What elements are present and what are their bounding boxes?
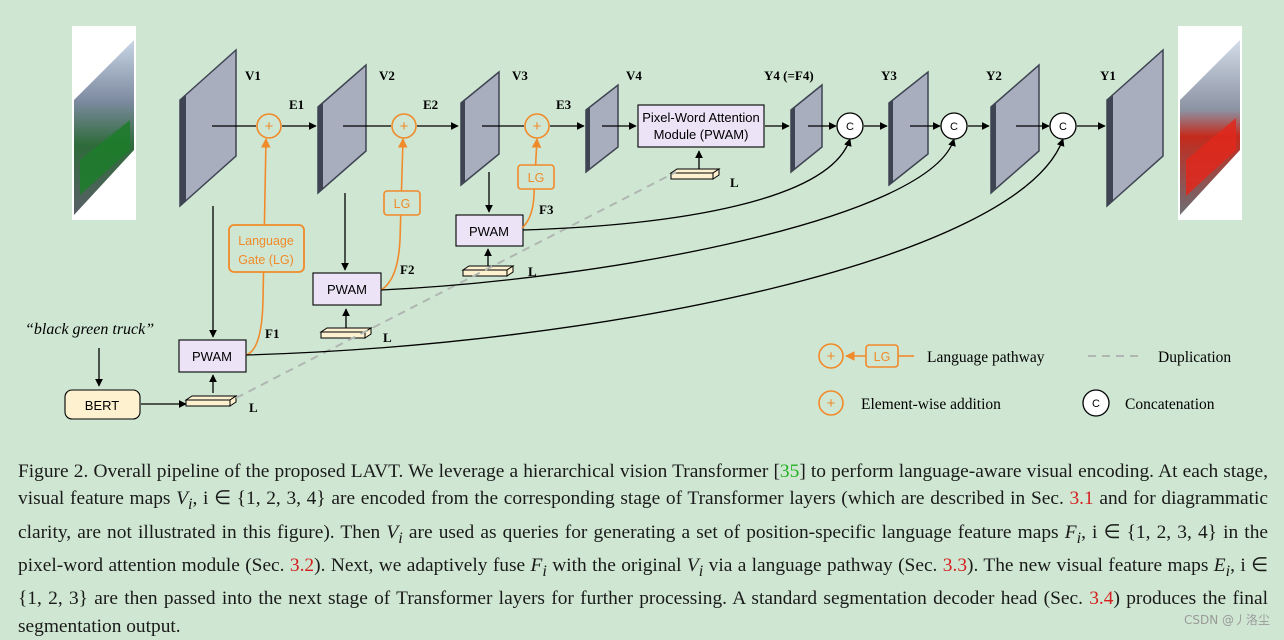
ref-3-2[interactable]: 3.2 <box>289 554 315 576</box>
svg-text:Module (PWAM): Module (PWAM) <box>654 127 749 142</box>
add-circle-3: + <box>524 113 550 139</box>
concat-circle-1: C <box>836 112 864 140</box>
svg-text:Gate (LG): Gate (LG) <box>238 253 294 267</box>
legend: + LG Language pathway Duplication + Elem… <box>818 343 1231 417</box>
label-l-2: L <box>383 330 392 345</box>
feature-map-v1 <box>179 48 237 208</box>
svg-text:+: + <box>827 348 836 365</box>
concat-circle-3: C <box>1049 112 1077 140</box>
input-image <box>72 26 136 220</box>
svg-text:+: + <box>533 118 542 135</box>
svg-text:LG: LG <box>528 171 545 185</box>
pwam-module-box: Pixel-Word Attention Module (PWAM) <box>637 104 765 148</box>
svg-text:C: C <box>846 121 854 133</box>
svg-text:PWAM: PWAM <box>469 224 509 239</box>
output-image <box>1178 26 1242 220</box>
skip-connections <box>245 138 1065 356</box>
label-v3: V3 <box>512 68 528 83</box>
feature-map-y3 <box>888 70 929 187</box>
feature-map-y2 <box>990 63 1040 195</box>
label-y4: Y4 (=F4) <box>764 68 814 83</box>
feature-map-v4 <box>585 83 619 174</box>
svg-text:Element-wise addition: Element-wise addition <box>861 396 1001 413</box>
label-y2: Y2 <box>986 68 1002 83</box>
legend-duplication: Duplication <box>1088 349 1231 366</box>
label-v4: V4 <box>626 68 642 83</box>
figure-caption: Figure 2. Overall pipeline of the propos… <box>18 461 1269 637</box>
label-l-1: L <box>249 400 258 415</box>
svg-text:BERT: BERT <box>85 398 119 413</box>
svg-text:+: + <box>400 118 409 135</box>
feature-map-y1 <box>1106 48 1164 208</box>
svg-text:+: + <box>827 395 836 412</box>
label-e1: E1 <box>289 97 304 112</box>
ref-35[interactable]: 35 <box>779 461 800 482</box>
bert-box: BERT <box>64 389 141 420</box>
lg-box-3: LG <box>517 164 555 190</box>
legend-language-pathway: + LG Language pathway <box>818 343 1045 369</box>
add-circle-1: + <box>256 113 282 139</box>
lavt-pipeline-diagram: V1 V2 V3 V4 E1 E2 E3 Y4 (=F4) Y3 Y2 Y1 F… <box>25 26 1242 420</box>
label-l-3: L <box>528 264 537 279</box>
feature-map-v3 <box>460 70 500 187</box>
label-y1: Y1 <box>1100 68 1116 83</box>
svg-text:LG: LG <box>394 197 411 211</box>
label-e2: E2 <box>423 97 438 112</box>
svg-text:Pixel-Word Attention: Pixel-Word Attention <box>642 110 760 125</box>
svg-text:Duplication: Duplication <box>1158 349 1231 366</box>
watermark: CSDN @丿洛尘 <box>1183 613 1270 627</box>
pwam-box-2: PWAM <box>312 272 382 306</box>
feature-map-y4 <box>790 83 823 174</box>
language-pathways <box>245 138 542 356</box>
feature-map-v2 <box>317 63 367 195</box>
legend-concatenation: C Concatenation <box>1082 389 1215 417</box>
legend-element-wise: + Element-wise addition <box>818 390 1001 416</box>
pwam-box-3: PWAM <box>455 214 524 247</box>
label-f3: F3 <box>539 202 554 217</box>
ref-3-3[interactable]: 3.3 <box>942 554 968 576</box>
svg-text:C: C <box>950 121 958 133</box>
svg-text:C: C <box>1092 398 1100 410</box>
ref-3-1[interactable]: 3.1 <box>1069 488 1094 510</box>
svg-text:Language pathway: Language pathway <box>927 349 1045 366</box>
label-e3: E3 <box>556 97 572 112</box>
svg-text:C: C <box>1059 121 1067 133</box>
label-v2: V2 <box>379 68 395 83</box>
label-v1: V1 <box>245 68 261 83</box>
svg-text:+: + <box>265 118 274 135</box>
add-circle-2: + <box>391 113 417 139</box>
svg-text:PWAM: PWAM <box>192 349 232 364</box>
concat-circle-2: C <box>940 112 968 140</box>
svg-text:LG: LG <box>874 350 891 364</box>
lg-box-2: LG <box>383 190 421 216</box>
label-f1: F1 <box>265 326 279 341</box>
input-expression: “black green truck” <box>25 321 154 338</box>
label-f2: F2 <box>400 262 414 277</box>
svg-text:PWAM: PWAM <box>327 282 367 297</box>
label-l-4: L <box>730 175 739 190</box>
duplication-line <box>235 171 677 399</box>
down-arrows <box>95 150 703 408</box>
svg-text:Concatenation: Concatenation <box>1125 396 1215 413</box>
label-y3: Y3 <box>881 68 897 83</box>
language-gate-large: Language Gate (LG) <box>228 224 305 273</box>
pwam-box-1: PWAM <box>178 339 247 373</box>
svg-text:Language: Language <box>238 234 294 248</box>
ref-3-4[interactable]: 3.4 <box>1089 588 1114 610</box>
